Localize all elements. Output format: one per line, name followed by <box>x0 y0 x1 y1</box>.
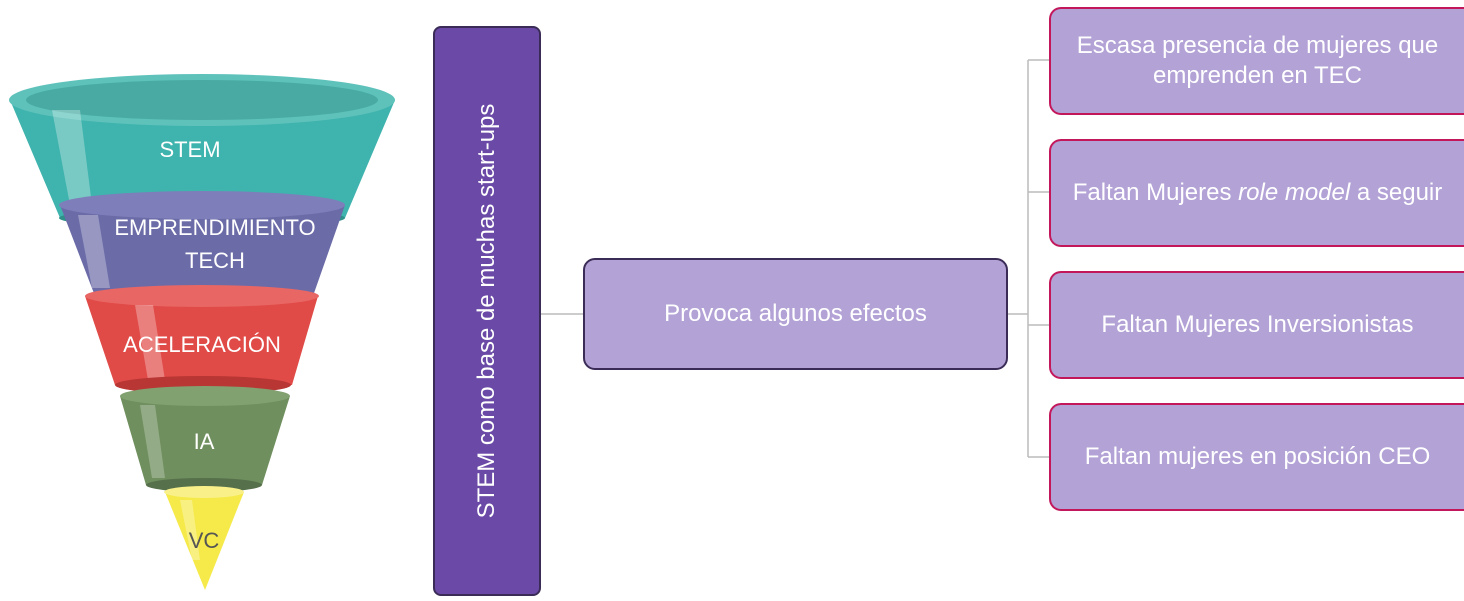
funnel-stage-vc: VC <box>164 486 244 590</box>
funnel-label-aceleracion: ACELERACIÓN <box>123 332 281 357</box>
effect-box-ceo: Faltan mujeres en posición CEO <box>1049 403 1464 511</box>
vertical-title-box: STEM como base de muchas start-ups <box>433 26 541 596</box>
funnel-stage-ia: IA <box>120 386 290 492</box>
funnel-stage-aceleracion: ACELERACIÓN <box>85 285 319 394</box>
funnel-diagram: STEM EMPRENDIMIENTO TECH ACELERACIÓN IA … <box>9 74 395 590</box>
effect-text-ceo: Faltan mujeres en posición CEO <box>1084 443 1431 470</box>
effect-text-role-model-pre: Faltan Mujeres <box>1072 179 1239 206</box>
vertical-title-text: STEM como base de muchas start-ups <box>473 103 500 519</box>
effect-text-role-model-post: a seguir <box>1350 179 1443 206</box>
funnel-label-ia: IA <box>194 429 215 454</box>
funnel-stage-stem: STEM <box>9 74 395 228</box>
effect-text-role-model: Faltan Mujeres role model a seguir <box>1073 178 1443 208</box>
funnel-label-vc: VC <box>189 528 220 553</box>
center-effects-text: Provoca algunos efectos <box>664 300 927 327</box>
center-effects-box: Provoca algunos efectos <box>583 258 1008 370</box>
effect-text-escasa-presencia: Escasa presencia de mujeres que emprende… <box>1076 32 1439 89</box>
effect-box-escasa-presencia: Escasa presencia de mujeres que emprende… <box>1049 7 1464 115</box>
funnel-label-emprendimiento: EMPRENDIMIENTO <box>114 215 315 240</box>
effect-box-role-model: Faltan Mujeres role model a seguir <box>1049 139 1464 247</box>
funnel-stage-emprendimiento: EMPRENDIMIENTO TECH <box>59 191 345 305</box>
effect-text-role-model-italic: role model <box>1238 179 1351 206</box>
effect-box-inversionistas: Faltan Mujeres Inversionistas <box>1049 271 1464 379</box>
effect-text-inversionistas: Faltan Mujeres Inversionistas <box>1101 311 1414 338</box>
funnel-label-tech: TECH <box>185 248 245 273</box>
funnel-label-stem: STEM <box>159 137 220 162</box>
